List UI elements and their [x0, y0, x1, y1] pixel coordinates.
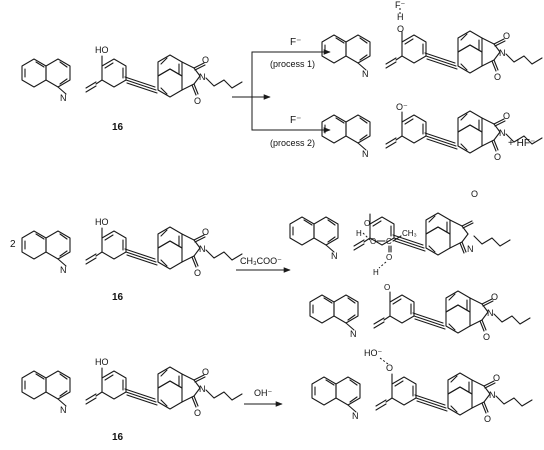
carbonyl-o-label: O	[503, 31, 510, 41]
reactant-16-row3: N HO O O N 16	[21, 357, 243, 443]
carbonyl-o-label: O	[493, 373, 500, 383]
imide-n-label: N	[199, 244, 206, 254]
carbonyl-o-label-2: O	[484, 414, 491, 424]
acetate-o-lower: O	[386, 253, 392, 262]
imide-n-label: N	[489, 390, 496, 400]
phenol-o-label: O	[397, 24, 404, 34]
reagent-fluoride-2: F⁻	[290, 115, 301, 126]
bound-hydroxide-label: HO⁻	[364, 348, 383, 358]
stoichiometry-label: 2	[10, 239, 16, 250]
product-process-1: N O H F⁻ O O N	[321, 0, 543, 82]
reactant-16-row2: 2 N HO O O N 16	[10, 217, 243, 303]
phenol-oh-label: HO	[95, 45, 109, 55]
imine-n-label: N	[60, 405, 67, 415]
imine-n-label: N	[60, 93, 67, 103]
acetate-methyl: CH₃	[402, 229, 417, 238]
carbonyl-o-label-2: O	[494, 152, 501, 162]
phenol-o-label: O	[386, 363, 393, 373]
carbonyl-o-upper-a: O	[471, 189, 478, 199]
imine-n-label: N	[362, 149, 369, 159]
imine-n-label-upper: N	[331, 251, 338, 261]
reactant-16-row1: N HO O O N 16	[21, 45, 243, 133]
imide-n-lower: N	[487, 308, 494, 318]
imine-n-label: N	[60, 265, 67, 275]
product-hydroxide: N O HO⁻ O O N	[311, 348, 533, 424]
imine-n-label: N	[352, 411, 359, 421]
imide-n-upper: N	[467, 244, 474, 254]
carbonyl-o-label-2: O	[494, 72, 501, 82]
carbonyl-o-lower-a: O	[491, 292, 498, 302]
carbonyl-o-label: O	[202, 367, 209, 377]
phenol-o-lower: O	[384, 283, 390, 292]
phenol-o-upper: O	[364, 219, 370, 228]
phenol-h-label: H	[397, 12, 404, 22]
carbonyl-o-label: O	[202, 55, 209, 65]
imide-n-label: N	[499, 48, 506, 58]
reagent-hydroxide: OH⁻	[254, 388, 273, 398]
process-2-label: (process 2)	[270, 138, 315, 148]
imide-n-label: N	[499, 128, 506, 138]
compound-label: 16	[112, 432, 124, 443]
acetate-complex: N N O H O C CH₃ O H O O N O N O	[289, 189, 531, 342]
imine-n-label: N	[362, 69, 369, 79]
carbonyl-o-label-2: O	[194, 408, 201, 418]
compound-label: 16	[112, 292, 124, 303]
carbonyl-o-label: O	[202, 227, 209, 237]
process-1-label: (process 1)	[270, 59, 315, 69]
phenol-oh-label: HO	[95, 357, 109, 367]
compound-label: 16	[112, 122, 124, 133]
product-process-2: N O⁻ O O N + HF⁻	[321, 102, 543, 162]
acetate-o-upper: O	[370, 237, 376, 246]
bound-fluoride-label: F⁻	[395, 0, 405, 10]
reagent-fluoride-1: F⁻	[290, 37, 301, 48]
carbonyl-o-label-2: O	[194, 96, 201, 106]
imide-n-label: N	[199, 72, 206, 82]
fluoride-branch-arrow	[232, 49, 331, 133]
carbonyl-o-label-2: O	[194, 268, 201, 278]
acetate-carbon: C	[386, 237, 392, 246]
carbonyl-o-lower-b: O	[483, 332, 490, 342]
h-bond-h-lower: H	[373, 268, 379, 277]
h-bond-h-upper: H	[356, 229, 362, 238]
hf-byproduct-label: + HF⁻	[508, 138, 535, 149]
reagent-acetate: CH₃COO⁻	[240, 256, 282, 266]
imide-n-label: N	[199, 384, 206, 394]
phenol-oh-label: HO	[95, 217, 109, 227]
imine-n-label-lower: N	[350, 329, 357, 339]
phenolate-label: O⁻	[396, 102, 408, 112]
carbonyl-o-label: O	[503, 111, 510, 121]
